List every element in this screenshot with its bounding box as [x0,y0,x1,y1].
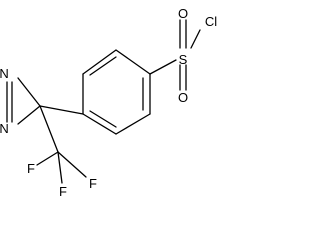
ring-bond-bottom-right [115,113,151,135]
ring-bond-bottom-left-inner [89,110,117,128]
diazirine-c-n-top-bond [17,77,41,107]
nitrogen-label-top: N [0,66,9,81]
structure-diagram: N N S O O Cl F F F [0,6,218,199]
cf3-fluorine-3-bond [57,151,87,178]
sulfur-label: S [179,52,188,67]
ring-to-diazirine-bond [39,105,84,115]
oxygen-label-top: O [178,6,188,21]
cf3-fluorine-2-bond [36,151,59,166]
sulfur-chlorine-bond [190,29,201,49]
cf3-fluorine-1-bond [57,151,63,184]
molecule-svg: N N S O O Cl F F F [0,6,217,199]
carbon-to-cf3-bond [39,105,59,153]
fluorine-label-right: F [89,176,97,191]
ring-bond-top-left-inner [89,56,117,76]
ring-bond-bottom-left [82,113,117,135]
atom-labels: N N S O O Cl F F F [0,6,217,199]
nitrogen-label-bottom: N [0,121,9,136]
ring-bond-top-right [115,49,151,75]
oxygen-label-bottom: O [178,90,188,105]
ring-to-sulfur-bond [149,59,177,75]
ring-bond-top-left [82,49,117,75]
bonds [6,19,201,184]
diazirine-c-n-bottom-bond [17,105,41,125]
fluorine-label-bottom: F [59,184,67,199]
chlorine-label: Cl [205,14,217,29]
fluorine-label-left: F [27,161,35,176]
